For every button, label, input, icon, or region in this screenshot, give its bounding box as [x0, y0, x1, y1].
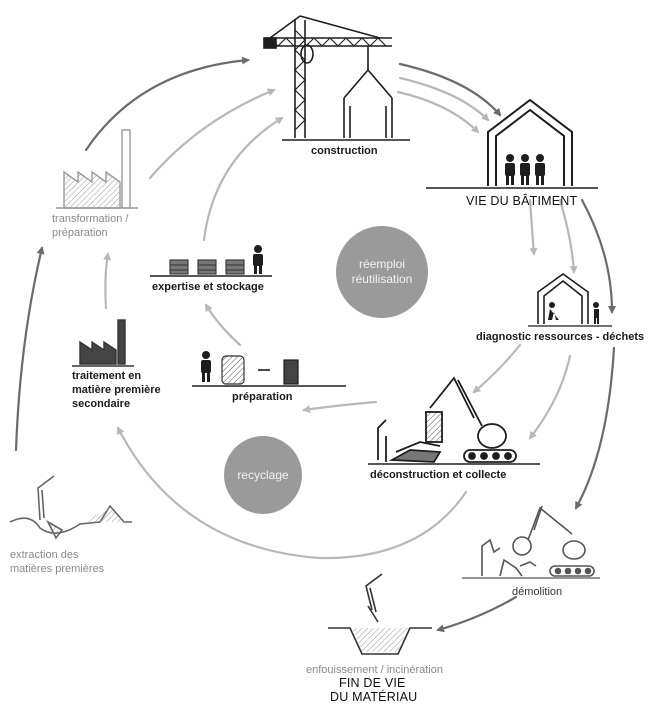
person-expertise-icon [253, 245, 263, 274]
factory-light-icon [56, 129, 138, 209]
arrow-deconstruction-to-preparation [302, 400, 378, 414]
arrow-traitement-to-transformation [103, 252, 111, 310]
landfill-icon [328, 573, 432, 655]
arrow-transformation-to-construction-light [148, 88, 276, 180]
arrow-expertise-to-construction [202, 116, 284, 242]
arrow-building-to-diagnostic-dark [580, 198, 616, 314]
arrow-extraction-to-transformation [14, 246, 45, 452]
label-demolition: démolition [512, 586, 563, 598]
label-transformation-2: préparation [52, 227, 108, 239]
reemploi-circle: réemploi réutilisation [336, 226, 428, 318]
label-transformation-1: transformation / [52, 213, 129, 225]
label-traitement-3: secondaire [72, 398, 131, 410]
arrow-construction-to-building-light-2 [396, 90, 480, 134]
label-vie-du-batiment: VIE DU BÂTIMENT [466, 194, 578, 208]
arrow-construction-to-building-dark [398, 62, 502, 117]
excavator-deconstruction-icon [368, 376, 540, 465]
label-fin-de-vie-1: FIN DE VIE [339, 676, 406, 690]
label-diagnostic: diagnostic ressources - déchets [476, 331, 645, 343]
arrow-diagnostic-to-deconstruction-2 [528, 354, 572, 440]
label-traitement-2: matière première [72, 384, 161, 396]
arrow-demolition-to-landfill [436, 595, 518, 633]
label-fin-de-vie-2: DU MATÉRIAU [330, 690, 418, 704]
building-icon [426, 98, 598, 189]
diagnostic-house-icon [528, 273, 612, 327]
label-preparation: préparation [232, 391, 293, 403]
label-extraction-2: matières premières [10, 563, 105, 575]
demolition-icon [462, 505, 600, 579]
crane-icon [263, 15, 410, 141]
arrow-building-to-diagnostic-light-1 [528, 198, 538, 256]
arrow-diagnostic-to-deconstruction [472, 343, 522, 394]
label-expertise: expertise et stockage [152, 281, 264, 293]
people-icon [505, 154, 545, 185]
label-enfouissement: enfouissement / incinération [306, 664, 443, 676]
label-deconstruction: déconstruction et collecte [370, 469, 507, 481]
arrow-deconstruction-to-traitement [116, 426, 468, 560]
factory-dark-icon [72, 319, 134, 367]
inspector-icon [548, 302, 599, 324]
label-traitement-1: traitement en [72, 370, 142, 382]
recyclage-circle: recyclage [224, 436, 302, 514]
arrow-diagnostic-to-demolition [574, 346, 616, 510]
arrow-building-to-diagnostic-light-2 [558, 198, 578, 274]
arrow-preparation-to-expertise [204, 303, 242, 347]
storage-icon [150, 259, 272, 277]
label-extraction-1: extraction des [10, 549, 79, 561]
arrow-transformation-to-construction [84, 56, 250, 152]
recyclage-label: recyclage [237, 467, 289, 482]
reemploi-label-2: réutilisation [351, 272, 413, 286]
preparation-scene-icon [192, 351, 346, 387]
reemploi-label-1: réemploi [358, 257, 406, 271]
extraction-icon [9, 475, 132, 540]
label-construction: construction [311, 145, 378, 157]
arrow-construction-to-building-light-1 [398, 76, 490, 122]
